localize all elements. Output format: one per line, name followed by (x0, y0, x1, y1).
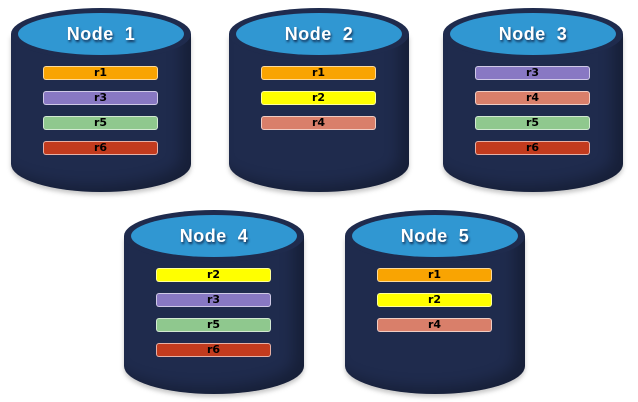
replica-label: r2 (427, 293, 442, 306)
replica-bar-r4: r4 (261, 116, 376, 130)
replica-label: r2 (311, 91, 326, 104)
database-cylinder-body (345, 236, 525, 394)
replica-bar-r1: r1 (261, 66, 376, 80)
database-cylinder-body (229, 34, 409, 192)
replica-label: r4 (427, 318, 442, 331)
node-label: Node 3 (498, 23, 568, 44)
replica-bar-r3: r3 (156, 293, 271, 307)
replica-label: r5 (206, 318, 221, 331)
node-cylinder-4: Node 4 r2 r3 r5 r6 (124, 210, 304, 394)
replica-bar-r1: r1 (377, 268, 492, 282)
replica-bar-r3: r3 (43, 91, 158, 105)
replica-bar-r6: r6 (475, 141, 590, 155)
database-cylinder-top: Node 1 (18, 13, 184, 55)
replica-bar-r1: r1 (43, 66, 158, 80)
replica-label: r3 (93, 91, 108, 104)
replica-bar-list: r3 r4 r5 r6 (475, 66, 590, 155)
replica-label: r4 (525, 91, 540, 104)
replica-bar-r5: r5 (43, 116, 158, 130)
replica-label: r6 (525, 141, 540, 154)
replica-bar-list: r1 r2 r4 (377, 268, 492, 332)
database-cylinder-body (443, 34, 623, 192)
replica-label: r2 (206, 268, 221, 281)
replica-bar-r5: r5 (475, 116, 590, 130)
database-cylinder-top: Node 5 (352, 215, 518, 257)
replica-bar-list: r1 r3 r5 r6 (43, 66, 158, 155)
replica-label: r6 (206, 343, 221, 356)
node-label: Node 4 (179, 225, 249, 246)
replica-label: r4 (311, 116, 326, 129)
replica-bar-r2: r2 (377, 293, 492, 307)
replica-bar-r4: r4 (377, 318, 492, 332)
replica-label: r3 (206, 293, 221, 306)
database-cylinder-top: Node 2 (236, 13, 402, 55)
replica-bar-list: r2 r3 r5 r6 (156, 268, 271, 357)
database-cylinder-body (11, 34, 191, 192)
database-cylinder-top: Node 4 (131, 215, 297, 257)
node-cylinder-5: Node 5 r1 r2 r4 (345, 210, 525, 394)
node-cylinder-1: Node 1 r1 r3 r5 r6 (11, 8, 191, 192)
replica-label: r1 (427, 268, 442, 281)
replica-label: r3 (525, 66, 540, 79)
replica-bar-r2: r2 (156, 268, 271, 282)
replica-label: r6 (93, 141, 108, 154)
node-cylinder-3: Node 3 r3 r4 r5 r6 (443, 8, 623, 192)
replica-label: r5 (93, 116, 108, 129)
replica-bar-r5: r5 (156, 318, 271, 332)
replica-bar-r6: r6 (43, 141, 158, 155)
node-cylinder-2: Node 2 r1 r2 r4 (229, 8, 409, 192)
replica-bar-r3: r3 (475, 66, 590, 80)
replica-bar-list: r1 r2 r4 (261, 66, 376, 130)
node-label: Node 1 (66, 23, 136, 44)
node-label: Node 5 (400, 225, 470, 246)
replica-label: r1 (311, 66, 326, 79)
replica-label: r5 (525, 116, 540, 129)
database-cylinder-body (124, 236, 304, 394)
database-cylinder-top: Node 3 (450, 13, 616, 55)
replica-bar-r4: r4 (475, 91, 590, 105)
node-label: Node 2 (284, 23, 354, 44)
replica-bar-r2: r2 (261, 91, 376, 105)
replica-bar-r6: r6 (156, 343, 271, 357)
replica-label: r1 (93, 66, 108, 79)
